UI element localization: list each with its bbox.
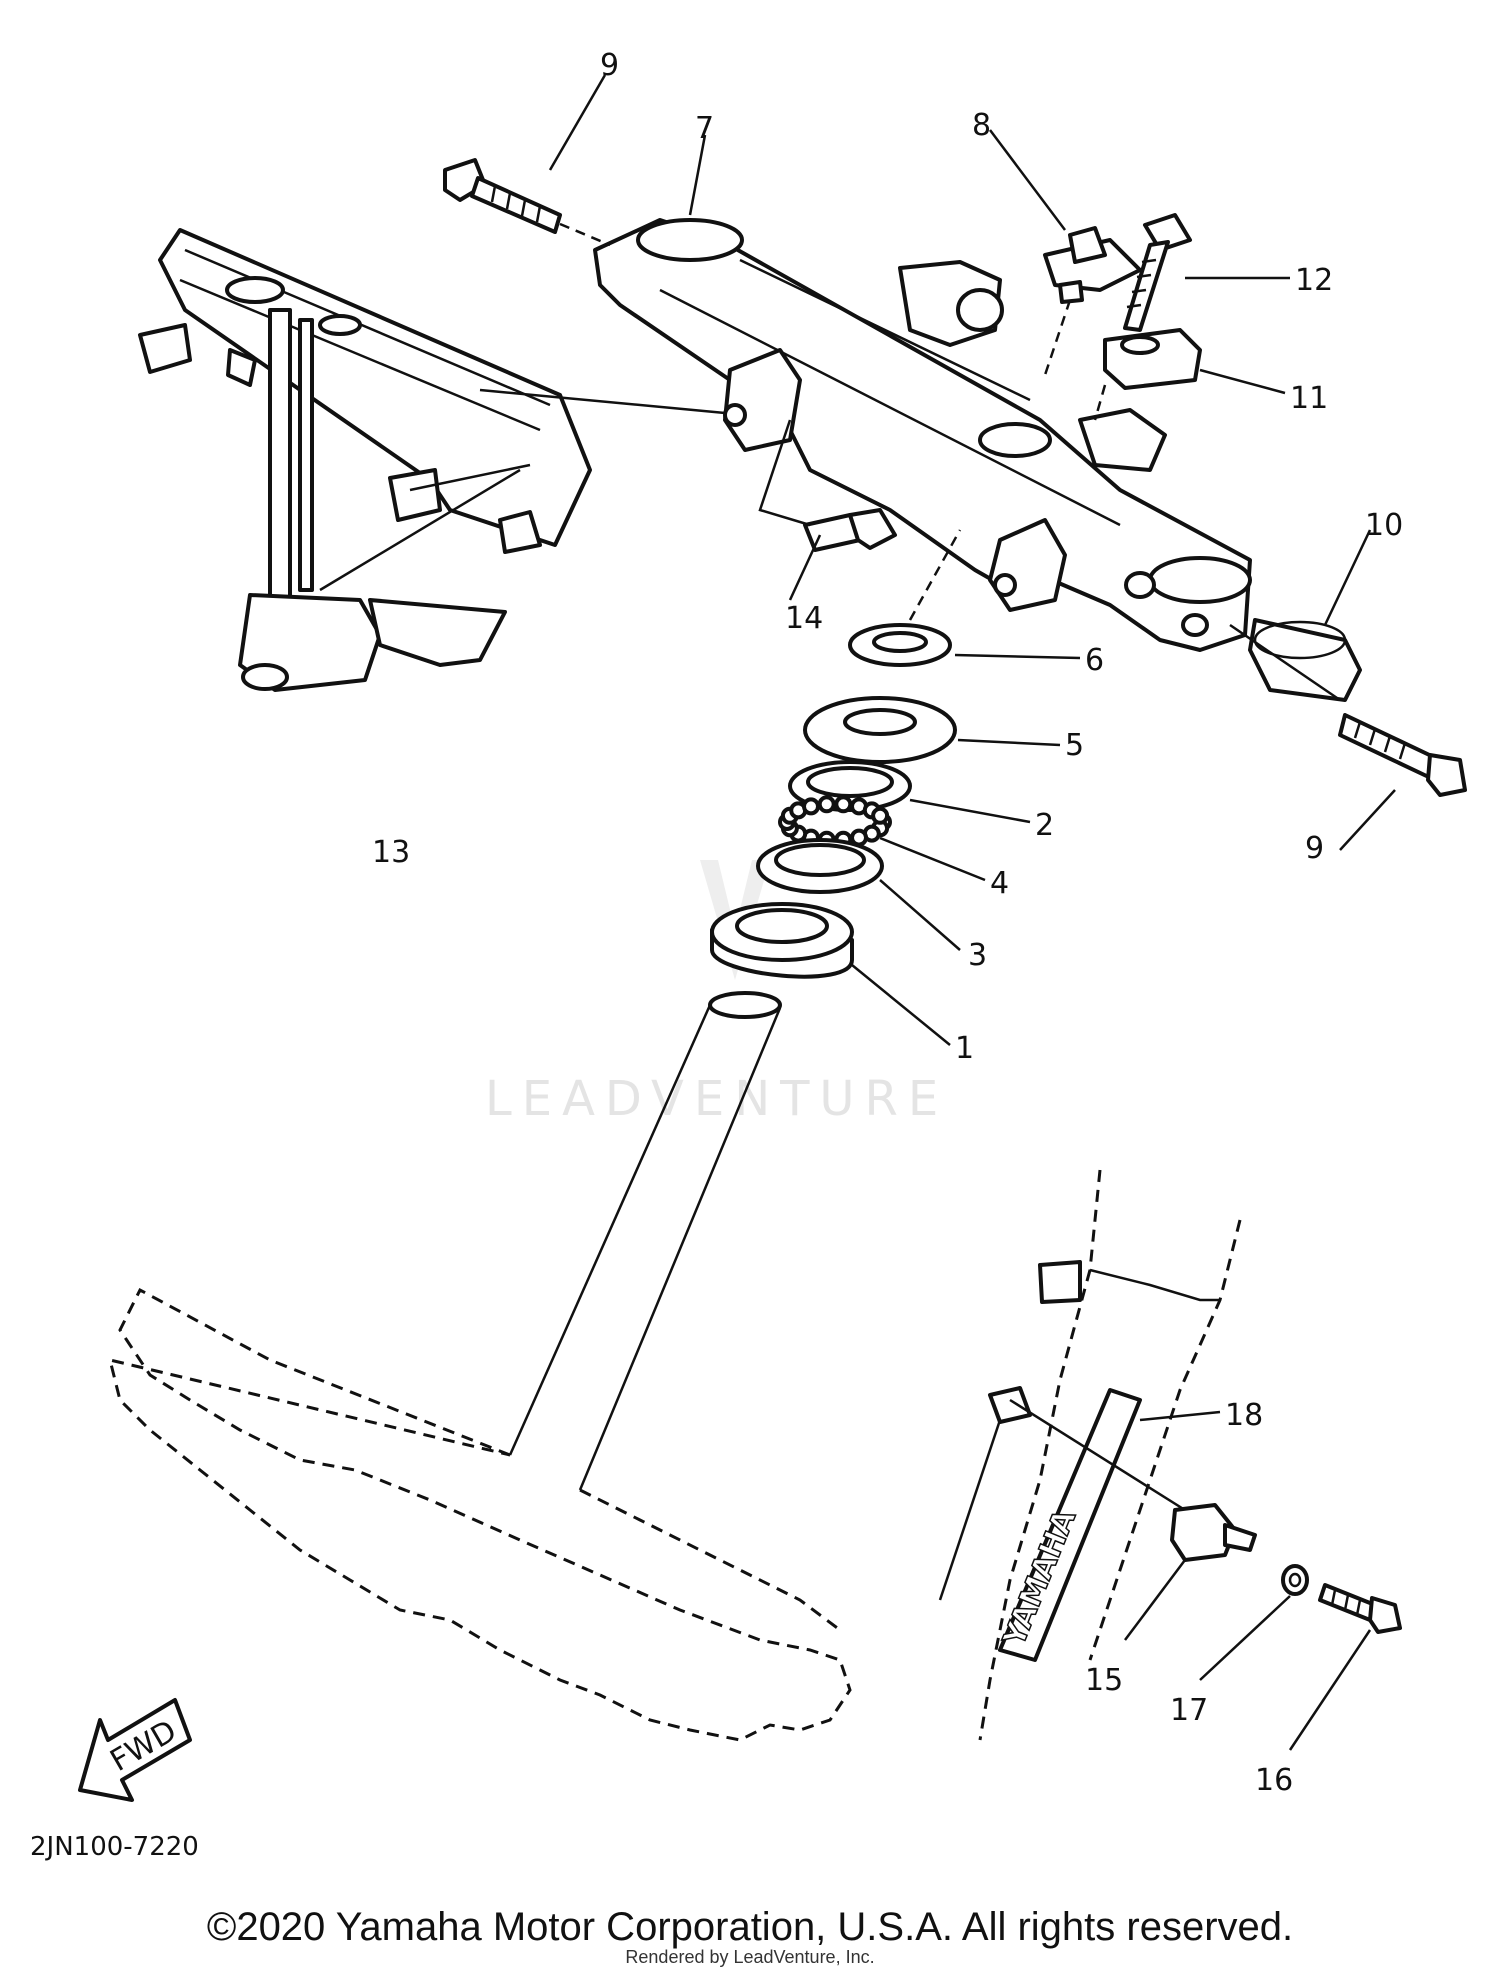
- callout-11: 11: [1290, 381, 1328, 416]
- callout-13: 13: [372, 835, 410, 870]
- part-17-washer: [1199, 1564, 1309, 1681]
- leadventure-watermark: LEADVENTURE: [485, 860, 948, 1127]
- part-9-bolt-top: [443, 74, 611, 247]
- fwd-arrow: FWD: [78, 1698, 192, 1802]
- callout-14: 14: [785, 601, 823, 636]
- leader-7: [688, 134, 707, 216]
- bearing-ball: [802, 797, 820, 816]
- part-13-meter-bracket: [138, 228, 592, 692]
- upper-bracket: [593, 218, 1252, 652]
- copyright-notice: ©2020 Yamaha Motor Corporation, U.S.A. A…: [206, 1905, 1294, 1949]
- part-8-cap-bolt: [989, 129, 1142, 376]
- callout-5: 5: [1065, 728, 1084, 763]
- callout-15: 15: [1085, 1663, 1123, 1698]
- part-10-clamp: [1229, 529, 1372, 702]
- part-5-cover: [803, 696, 1061, 764]
- diagram-code: 2JN100-7220: [30, 1832, 199, 1862]
- bearing-ball: [817, 795, 836, 814]
- bearing-ball: [834, 795, 853, 814]
- callout-12: 12: [1295, 263, 1333, 298]
- callout-2: 2: [1035, 808, 1054, 843]
- callout-4: 4: [990, 866, 1009, 901]
- callout-8: 8: [972, 108, 991, 143]
- callout-6: 6: [1085, 643, 1104, 678]
- callout-7: 7: [695, 111, 714, 146]
- part-6-ring-nut: [848, 529, 1081, 667]
- callout-10: 10: [1365, 508, 1403, 543]
- steering-stem-under-bracket: [107, 991, 852, 1742]
- front-fork-leg: [978, 1169, 1242, 1741]
- part-11-holder: [1093, 328, 1286, 421]
- part-2-race: [788, 760, 1031, 824]
- callout-1: 1: [955, 1031, 974, 1066]
- callout-16: 16: [1255, 1763, 1293, 1798]
- bearing-ball: [871, 806, 890, 825]
- watermark-text: LEADVENTURE: [485, 1071, 948, 1127]
- callout-9-right: 9: [1305, 831, 1324, 866]
- rendered-by-notice: Rendered by LeadVenture, Inc.: [625, 1947, 875, 1967]
- part-9-bolt-right: [1338, 713, 1467, 851]
- part-14-bolt: [758, 419, 897, 601]
- part-12-bolt: [1123, 213, 1290, 332]
- leader-4: [879, 836, 986, 882]
- part-1-bearing: [710, 902, 951, 1046]
- part-3-race: [756, 838, 961, 951]
- callout-3: 3: [968, 938, 987, 973]
- part-15-clamp: [938, 1386, 1257, 1641]
- leader-13-crown: [479, 388, 726, 415]
- callout-labels: 9 7 8 12 11 10 14 6 5 2 9 13 4 3 1 18 15…: [372, 48, 1403, 1798]
- callout-18: 18: [1225, 1398, 1263, 1433]
- part-16-bolt: [1288, 1583, 1402, 1751]
- callout-9-top: 9: [600, 48, 619, 83]
- callout-17: 17: [1170, 1693, 1208, 1728]
